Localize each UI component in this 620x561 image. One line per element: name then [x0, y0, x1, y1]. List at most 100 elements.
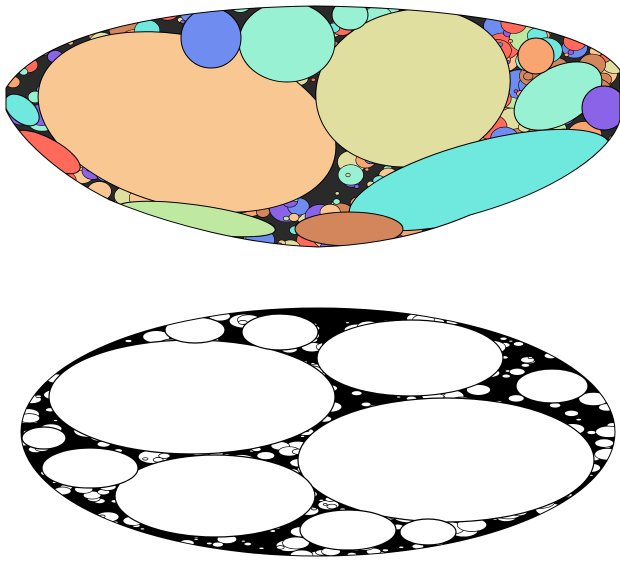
- bowl-filler-circle: [44, 181, 57, 192]
- bowl-filler-circle: [200, 234, 207, 240]
- bowl-filler-circle: [457, 5, 461, 9]
- bowl-filler-circle: [175, 232, 181, 237]
- disk-filler-circle: [595, 448, 620, 460]
- bowl-filler-circle: [452, 223, 456, 226]
- bowl-filler-circle: [119, 236, 135, 249]
- bowl-filler-circle: [498, 242, 503, 246]
- bowl-filler-circle: [21, 210, 39, 224]
- bowl-filler-circle: [0, 218, 28, 247]
- bowl-filler-circle: [534, 201, 539, 205]
- bowl-filler-circle: [604, 209, 609, 213]
- disk-filler-circle: [311, 508, 316, 510]
- disk-packing: [14, 308, 620, 560]
- disk-circle-bottom-left: [115, 455, 315, 537]
- bowl-filler-circle: [562, 246, 566, 249]
- disk-filler-circle: [97, 512, 119, 522]
- bowl-filler-circle: [118, 3, 128, 11]
- bowl-filler-circle: [16, 147, 21, 151]
- disk-circle-right: [298, 398, 594, 522]
- bowl-filler-circle: [64, 9, 69, 13]
- bowl-filler-circle: [28, 201, 57, 224]
- bowl-filler-circle: [42, 242, 47, 246]
- bowl-filler-circle: [559, 0, 592, 16]
- bowl-filler-circle: [172, 227, 178, 232]
- bowl-filler-circle: [32, 178, 40, 184]
- bowl-filler-circle: [90, 202, 98, 208]
- bowl-filler-circle: [554, 203, 561, 209]
- bowl-filler-circle: [534, 211, 562, 234]
- bowl-filler-circle: [600, 22, 615, 34]
- disk-circle-top-middle: [242, 314, 318, 350]
- bowl-filler-circle: [549, 220, 556, 225]
- bowl-filler-circle: [536, 236, 548, 245]
- bowl-filler-circle: [0, 168, 32, 196]
- bowl-filler-circle: [580, 171, 584, 175]
- bowl-filler-circle: [193, 235, 204, 244]
- bowl-filler-circle: [56, 0, 62, 3]
- bowl-filler-circle: [501, 0, 531, 17]
- bowl-circle-purple-right: [582, 86, 620, 130]
- bowl-filler-circle: [590, 13, 594, 16]
- disk-filler-circle: [361, 402, 371, 406]
- bowl-filler-circle: [488, 232, 492, 236]
- bowl-circle-peach-right: [518, 38, 554, 74]
- bowl-filler-circle: [36, 44, 50, 55]
- bowl-filler-circle: [85, 247, 91, 252]
- bowl-filler-circle: [560, 194, 576, 207]
- bowl-filler-circle: [133, 228, 164, 253]
- bowl-filler-circle: [212, 235, 232, 251]
- bowl-filler-circle: [474, 229, 490, 241]
- bowl-filler-circle: [8, 53, 18, 61]
- bowl-filler-circle: [29, 194, 34, 198]
- bowl-filler-circle: [468, 233, 487, 248]
- bowl-circle-blue-top: [181, 8, 241, 68]
- disk-filler-circle: [399, 546, 404, 548]
- bowl-filler-circle: [465, 0, 499, 14]
- bowl-filler-circle: [0, 180, 4, 187]
- disk-filler-circle: [500, 337, 507, 340]
- bowl-filler-circle: [567, 24, 571, 27]
- bowl-filler-circle: [68, 26, 75, 31]
- bowl-filler-circle: [611, 211, 615, 214]
- disk-filler-circle: [54, 420, 58, 422]
- bowl-filler-circle: [62, 6, 97, 34]
- bowl-filler-circle: [37, 3, 46, 10]
- bowl-filler-circle: [49, 23, 53, 26]
- bowl-filler-circle: [541, 209, 549, 215]
- bowl-filler-circle: [333, 199, 340, 205]
- bowl-filler-circle: [571, 237, 590, 253]
- bowl-filler-circle: [47, 208, 53, 213]
- disk-filler-circle: [509, 368, 525, 375]
- bowl-filler-circle: [498, 17, 503, 21]
- bowl-filler-circle: [473, 232, 483, 240]
- bowl-filler-circle: [570, 200, 574, 203]
- bowl-filler-circle: [548, 7, 570, 24]
- disk-circle-bottom-middle: [300, 510, 396, 550]
- bowl-filler-circle: [135, 222, 161, 243]
- bowl-filler-circle: [0, 30, 5, 37]
- bowl-filler-circle: [479, 217, 483, 220]
- bowl-filler-circle: [26, 186, 32, 191]
- bowl-filler-circle: [54, 0, 81, 20]
- bowl-filler-circle: [65, 214, 87, 231]
- bowl-filler-circle: [566, 4, 586, 20]
- bowl-filler-circle: [567, 242, 582, 254]
- disk-filler-circle: [382, 549, 388, 552]
- bowl-filler-circle: [346, 173, 350, 177]
- bowl-filler-circle: [48, 190, 54, 195]
- disk-filler-circle: [259, 547, 264, 549]
- bowl-filler-circle: [462, 4, 468, 9]
- bowl-filler-circle: [575, 211, 596, 228]
- disk-filler-circle: [347, 552, 356, 556]
- bowl-filler-circle: [567, 204, 600, 230]
- bowl-filler-circle: [527, 223, 541, 234]
- bowl-filler-circle: [16, 13, 34, 27]
- bowl-filler-circle: [80, 26, 88, 33]
- disk-circle-top-left: [165, 317, 225, 343]
- bowl-filler-circle: [608, 45, 620, 58]
- bowl-filler-circle: [26, 151, 31, 155]
- bowl-filler-circle: [571, 178, 582, 187]
- bowl-filler-circle: [529, 0, 560, 25]
- bowl-filler-circle: [388, 0, 401, 9]
- bowl-filler-circle: [53, 229, 68, 241]
